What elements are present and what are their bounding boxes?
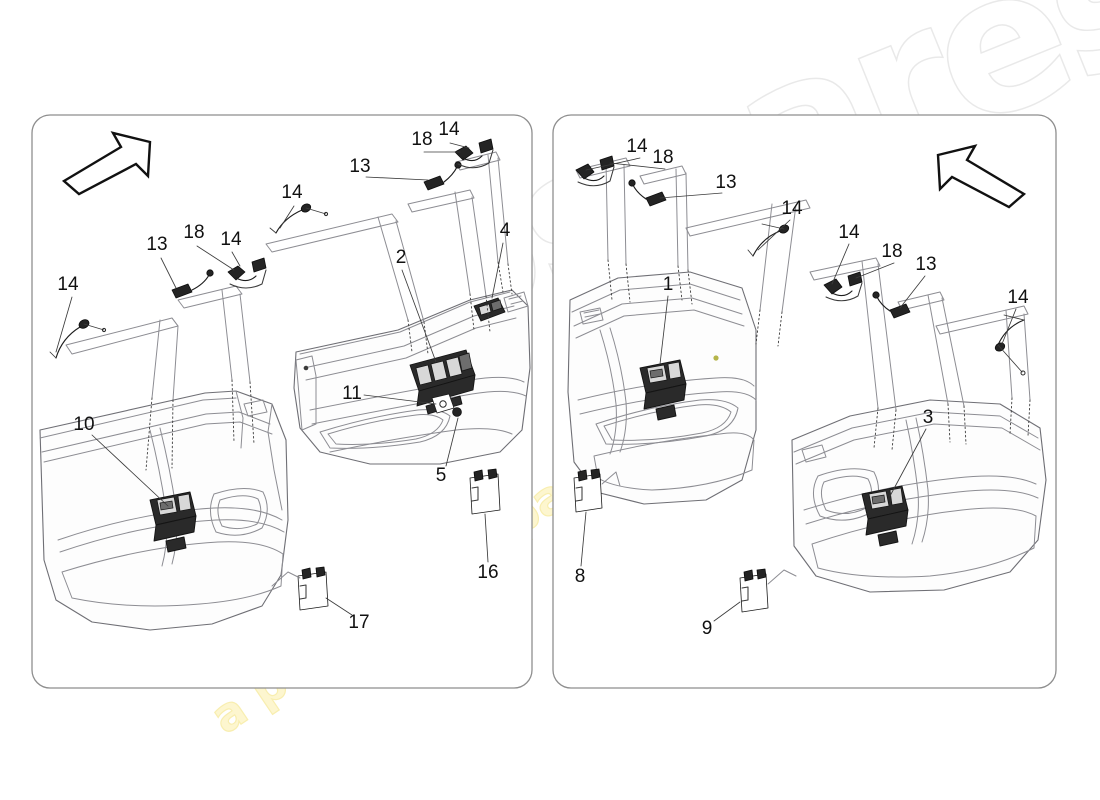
front-left-door-illustration xyxy=(293,289,531,465)
arrow-up-right-icon xyxy=(61,131,152,196)
callout-1: 1 xyxy=(663,274,674,295)
rear-left-door-control-module xyxy=(271,566,329,611)
callout-14: 14 xyxy=(438,119,460,140)
harness-lead-connector xyxy=(747,223,790,257)
courtesy-light-connector xyxy=(423,161,462,191)
courtesy-light-connector xyxy=(171,269,214,299)
right-panel-callouts: 14 18 13 14 14 18 13 14 1 3 8 9 xyxy=(575,136,1029,639)
callout-17: 17 xyxy=(348,612,369,633)
callout-11: 11 xyxy=(342,383,362,404)
callout-3: 3 xyxy=(923,407,934,428)
callout-18: 18 xyxy=(652,147,673,168)
callout-18: 18 xyxy=(183,222,204,243)
callout-14: 14 xyxy=(1007,287,1029,308)
right-door-trim-strips xyxy=(575,157,1031,411)
courtesy-light-connector xyxy=(872,291,911,319)
front-right-door-control-module xyxy=(573,468,621,513)
callout-14: 14 xyxy=(281,182,303,203)
callout-14: 14 xyxy=(626,136,648,157)
front-right-window-switch xyxy=(639,359,687,421)
callout-8: 8 xyxy=(575,566,586,587)
courtesy-light-connector xyxy=(628,179,667,207)
callout-9: 9 xyxy=(702,618,713,639)
front-right-door-illustration xyxy=(567,271,757,505)
callout-14: 14 xyxy=(781,198,803,219)
callout-16: 16 xyxy=(477,562,498,583)
callout-13: 13 xyxy=(349,156,370,177)
harness-lead-connector xyxy=(49,319,107,359)
callout-14: 14 xyxy=(220,229,242,250)
arrow-up-left-icon xyxy=(936,144,1027,209)
callout-18: 18 xyxy=(881,241,902,262)
left-connector-leads xyxy=(49,138,494,359)
right-panel-leader-lines xyxy=(580,157,1031,622)
callout-13: 13 xyxy=(915,254,936,275)
left-panel-leader-lines xyxy=(55,142,513,616)
left-door-trim-strips xyxy=(65,151,509,401)
driver-master-window-switch-cluster xyxy=(409,349,476,415)
mirror-adjust-switch xyxy=(473,297,506,322)
rear-left-door-illustration xyxy=(39,390,289,631)
speaker-connector-lead xyxy=(823,271,863,302)
harness-lead-connector xyxy=(994,314,1026,376)
callout-10: 10 xyxy=(73,414,94,435)
door-lock-knob xyxy=(431,393,462,417)
harness-lead-connector xyxy=(269,203,329,234)
rear-right-window-switch xyxy=(861,485,909,547)
callout-13: 13 xyxy=(715,172,736,193)
left-panel-callouts: 14 13 18 14 14 13 18 14 2 4 10 11 5 16 1… xyxy=(57,119,510,633)
speaker-connector-lead xyxy=(454,138,494,169)
callout-4: 4 xyxy=(500,220,511,241)
front-left-door-control-module xyxy=(469,468,501,515)
speaker-connector-lead xyxy=(227,257,267,289)
callout-13: 13 xyxy=(146,234,167,255)
callout-2: 2 xyxy=(396,247,407,268)
rear-right-door-illustration xyxy=(791,399,1047,593)
callout-5: 5 xyxy=(436,465,447,486)
callout-14: 14 xyxy=(57,274,79,295)
callout-14: 14 xyxy=(838,222,860,243)
callout-18: 18 xyxy=(411,129,432,150)
rear-right-door-control-module xyxy=(739,568,797,613)
